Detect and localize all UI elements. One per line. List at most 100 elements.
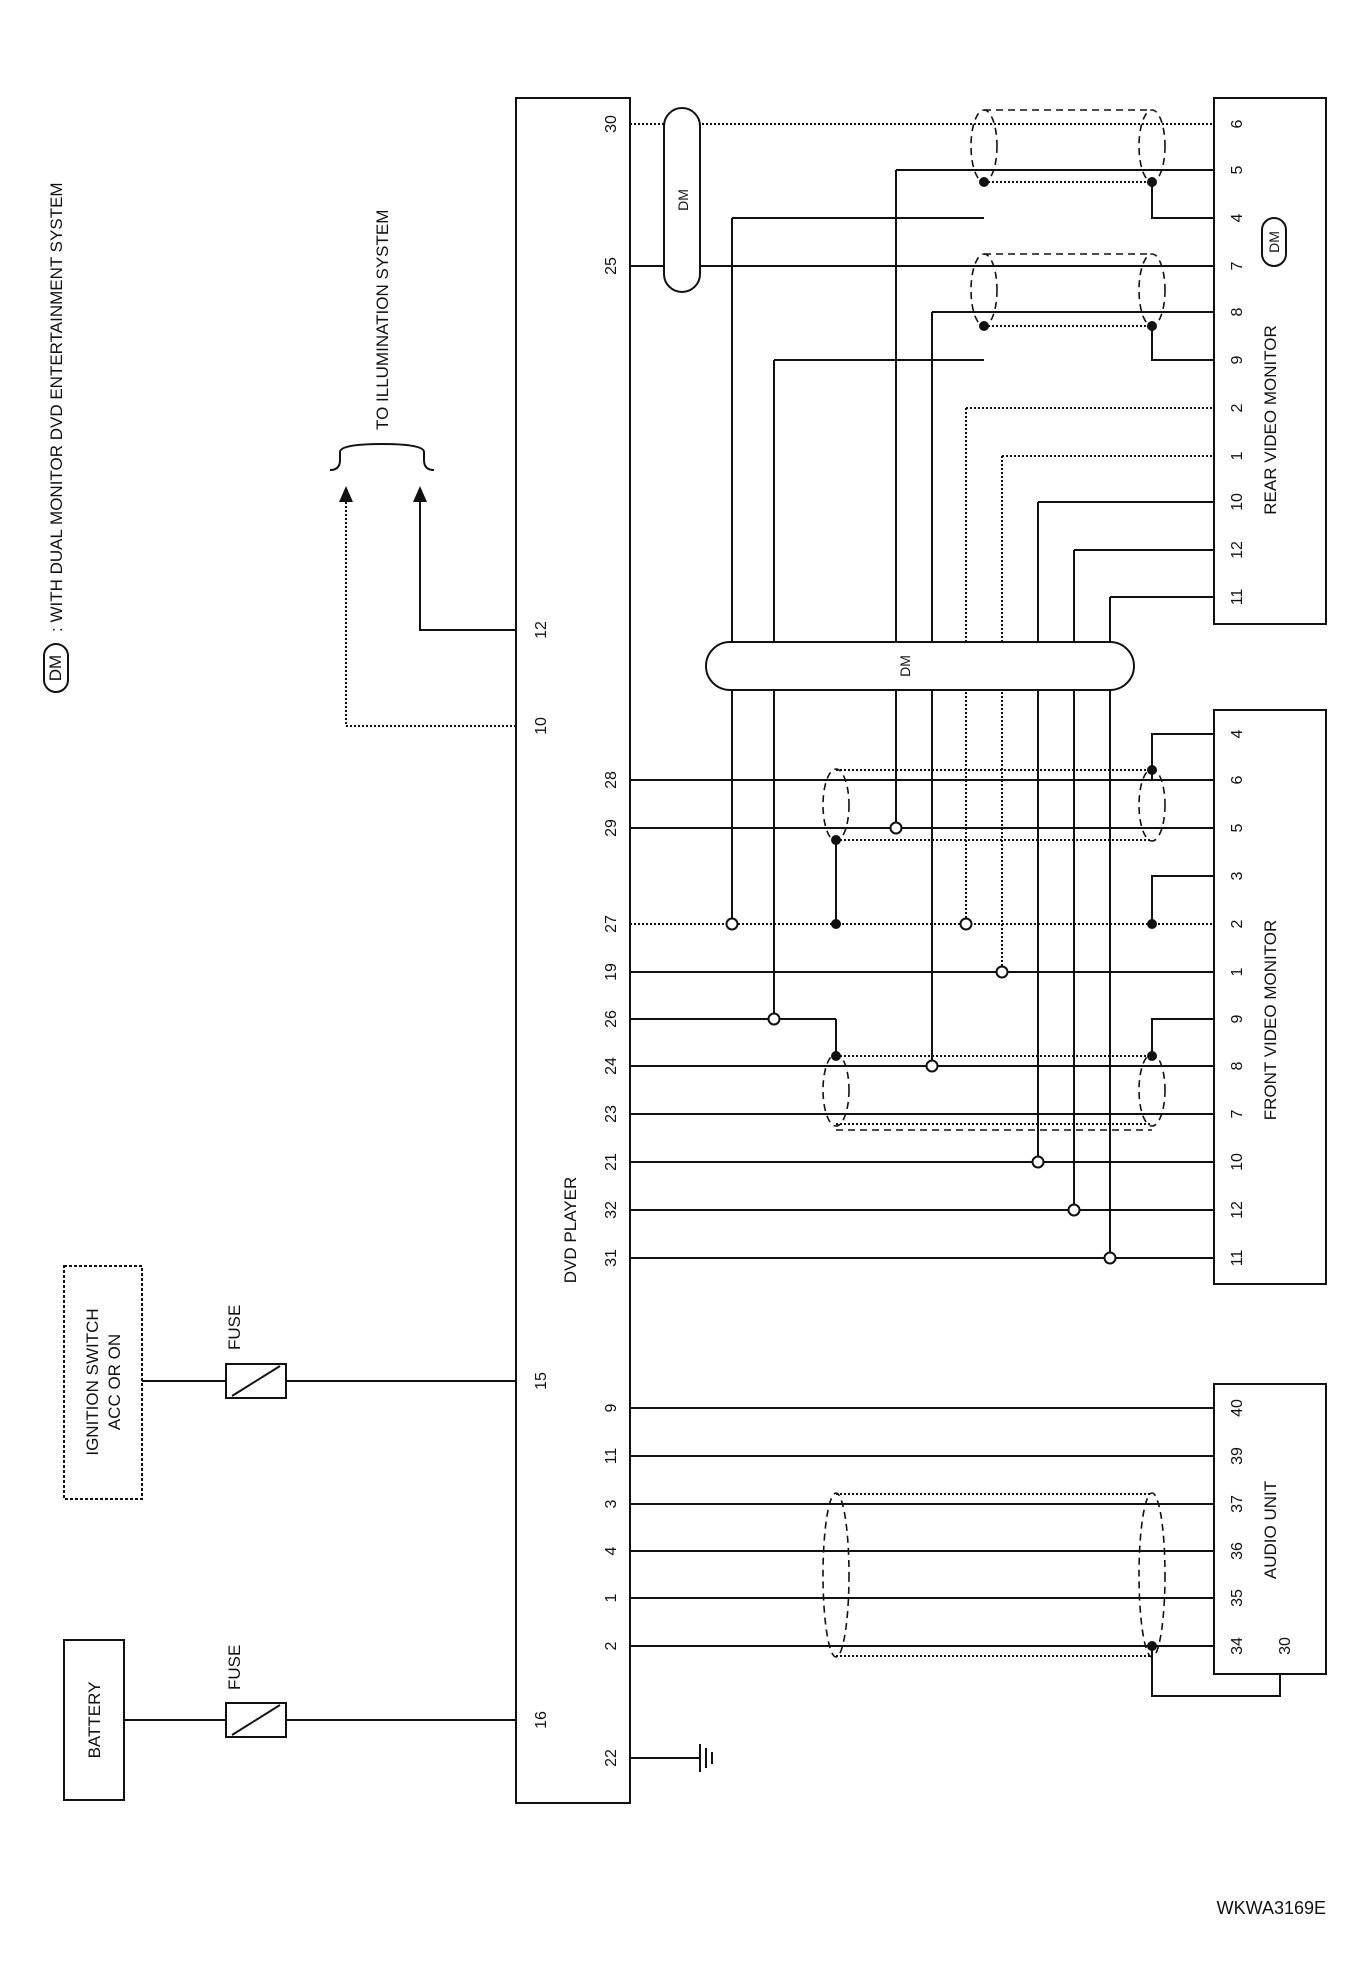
pin-label: 10 bbox=[1229, 493, 1246, 511]
pin-label: 5 bbox=[1229, 823, 1246, 832]
pin-label: 12 bbox=[533, 621, 550, 639]
ignition-switch-box bbox=[63, 1265, 143, 1500]
junction-circle bbox=[725, 917, 739, 931]
front-monitor-box bbox=[1213, 709, 1327, 1285]
legend-text: : WITH DUAL MONITOR DVD ENTERTAINMENT SY… bbox=[47, 182, 66, 632]
pin-label: 7 bbox=[1229, 1109, 1246, 1118]
junction-circle bbox=[925, 1059, 939, 1073]
pin-label: 7 bbox=[1229, 261, 1246, 270]
splice-dot bbox=[1147, 1051, 1157, 1061]
pin-label: 11 bbox=[603, 1448, 620, 1465]
fuse-battery: FUSE bbox=[124, 1645, 516, 1738]
splice-dot bbox=[1147, 177, 1157, 187]
battery-label: BATTERY bbox=[85, 1682, 104, 1759]
shield-ellipse bbox=[1138, 1053, 1166, 1127]
pin-label: 4 bbox=[603, 1546, 620, 1555]
rear-monitor-dm-badge bbox=[1261, 217, 1287, 267]
pin-label: 28 bbox=[603, 771, 620, 789]
wire-pin12-illumination bbox=[419, 500, 516, 631]
pin-label: 15 bbox=[533, 1372, 550, 1390]
pin-label: 19 bbox=[603, 963, 620, 981]
wire-rear4-right bbox=[1151, 182, 1214, 219]
pin-label: 11 bbox=[1229, 1250, 1246, 1267]
fuse-ignition: FUSE bbox=[142, 1305, 516, 1399]
splice-dot bbox=[1147, 919, 1157, 929]
pin-label: 35 bbox=[1229, 1589, 1246, 1607]
pin-label: 2 bbox=[603, 1641, 620, 1650]
pin-label: 9 bbox=[1229, 355, 1246, 364]
shield-markers bbox=[822, 109, 1166, 1658]
shield-ellipse bbox=[1138, 253, 1166, 327]
pin-label: 5 bbox=[1229, 165, 1246, 174]
junction-circle bbox=[959, 917, 973, 931]
rear-monitor-box bbox=[1213, 97, 1327, 625]
splices bbox=[725, 177, 1157, 1651]
battery-box bbox=[63, 1639, 125, 1801]
pin-label: 24 bbox=[603, 1057, 620, 1075]
pin-label: 32 bbox=[603, 1201, 620, 1219]
rear-pin-labels: 6 5 4 7 8 9 2 1 10 12 11 bbox=[1229, 119, 1246, 605]
shield-ellipse bbox=[1138, 1492, 1166, 1658]
pin-label: 31 bbox=[603, 1249, 620, 1267]
front-pin-labels: 4 6 5 3 2 1 9 8 7 10 12 11 bbox=[1229, 729, 1246, 1266]
shield-ellipse bbox=[970, 109, 998, 183]
pin-label: 9 bbox=[603, 1403, 620, 1412]
dm-harness-vertical-label: DM bbox=[675, 189, 691, 211]
dvd-player-box bbox=[515, 97, 631, 1804]
arrow-up-icon bbox=[339, 486, 353, 502]
rear-monitor-dm-text: DM bbox=[1266, 231, 1282, 253]
dm-harness: DM DM bbox=[663, 107, 1135, 691]
pin-label: 3 bbox=[603, 1499, 620, 1508]
dm-harness-horizontal bbox=[705, 641, 1135, 691]
splice-dot bbox=[831, 919, 841, 929]
rear-monitor-wires bbox=[630, 123, 1214, 598]
figure-reference: WKWA3169E bbox=[1217, 1898, 1326, 1918]
legend-dm-badge-text: DM bbox=[46, 655, 65, 681]
dm-harness-horizontal-label: DM bbox=[897, 655, 913, 677]
pin-label: 30 bbox=[1277, 1637, 1294, 1655]
pin-label: 34 bbox=[1229, 1637, 1246, 1655]
dvd-player: DVD PLAYER 30 25 12 10 28 29 27 19 26 24… bbox=[515, 97, 631, 1804]
pin-label: 10 bbox=[1229, 1153, 1246, 1171]
illumination-brace bbox=[329, 442, 435, 471]
front-monitor-wires bbox=[630, 733, 1214, 1259]
splice-dot bbox=[979, 177, 989, 187]
pin-label: 2 bbox=[1229, 403, 1246, 412]
pin-label: 1 bbox=[1229, 451, 1246, 460]
dvd-player-label: DVD PLAYER bbox=[561, 1177, 580, 1283]
wire-front9 bbox=[1151, 1018, 1214, 1056]
junction-circle bbox=[1103, 1251, 1117, 1265]
pin-label: 16 bbox=[533, 1711, 550, 1729]
audio-pin-labels: 40 39 37 36 35 34 30 bbox=[1229, 1399, 1294, 1655]
pin-label: 12 bbox=[1229, 1201, 1246, 1219]
shield-ellipse bbox=[822, 1492, 850, 1658]
junction-circle bbox=[889, 821, 903, 835]
pin-label: 21 bbox=[603, 1153, 620, 1171]
splice-dot bbox=[979, 321, 989, 331]
fuse-label: FUSE bbox=[225, 1645, 244, 1690]
junction-circle bbox=[995, 965, 1009, 979]
pin-label: 8 bbox=[1229, 1061, 1246, 1070]
shield-ellipse bbox=[970, 253, 998, 327]
pin-label: 37 bbox=[1229, 1495, 1246, 1513]
splice-dot bbox=[831, 835, 841, 845]
pin-label: 2 bbox=[1229, 919, 1246, 928]
wire-front4 bbox=[1151, 733, 1214, 780]
pin-label: 9 bbox=[1229, 1014, 1246, 1023]
front-monitor-label: FRONT VIDEO MONITOR bbox=[1261, 920, 1280, 1121]
ignition-switch: IGNITION SWITCH ACC OR ON bbox=[63, 1265, 143, 1500]
junction-circle bbox=[1067, 1203, 1081, 1217]
pin-label: 4 bbox=[1229, 729, 1246, 738]
pin-label: 10 bbox=[533, 717, 550, 735]
dm-branch-wires bbox=[731, 170, 1111, 1258]
pin-label: 1 bbox=[1229, 967, 1246, 976]
splice-dot bbox=[831, 1051, 841, 1061]
junction-circle bbox=[767, 1012, 781, 1026]
pin-label: 4 bbox=[1229, 213, 1246, 222]
wire-front3 bbox=[1151, 875, 1214, 924]
arrow-up-icon bbox=[413, 486, 427, 502]
splice-dot bbox=[1147, 321, 1157, 331]
ignition-label-line1: IGNITION SWITCH bbox=[83, 1308, 102, 1455]
pin-label: 23 bbox=[603, 1105, 620, 1123]
pin-label: 3 bbox=[1229, 871, 1246, 880]
